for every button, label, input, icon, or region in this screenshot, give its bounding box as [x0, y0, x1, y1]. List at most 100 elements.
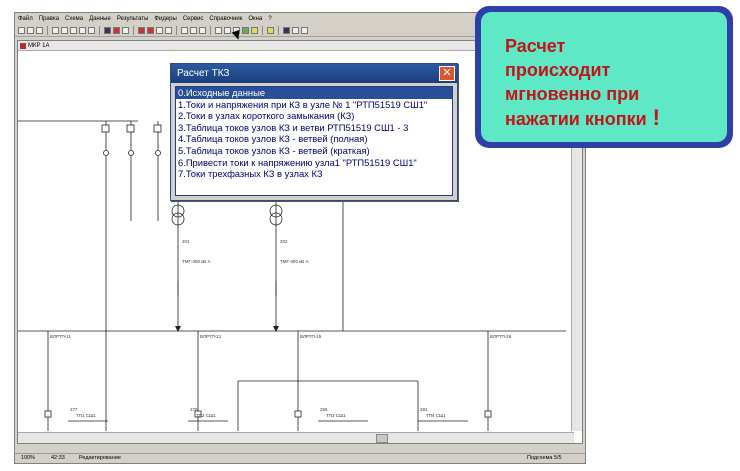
callout-line-3: мгновенно при — [505, 84, 640, 104]
list-item-reduce-voltage[interactable]: 6.Привести токи к напряжению узла1 "РТП5… — [178, 156, 417, 168]
scroll-thumb[interactable] — [376, 434, 388, 443]
menu-results[interactable]: Результаты — [116, 16, 149, 22]
menu-reference[interactable]: Справочник — [209, 16, 243, 22]
save-icon[interactable] — [36, 27, 43, 34]
document-title: МКР 1А — [28, 43, 50, 49]
text-icon[interactable] — [156, 27, 163, 34]
zoom-in-icon[interactable] — [215, 27, 222, 34]
menu-service[interactable]: Сервис — [182, 16, 204, 22]
calc-icon[interactable] — [181, 27, 188, 34]
toolbar-separator — [210, 26, 211, 35]
grid-icon[interactable] — [104, 27, 111, 34]
table-icon[interactable] — [113, 27, 120, 34]
fider-1-label: ВЛРТП-11 — [50, 334, 71, 339]
menu-scheme[interactable]: Схема — [65, 16, 84, 22]
toolbar-separator — [176, 26, 177, 35]
menu-windows[interactable]: Окна — [248, 16, 263, 22]
measure-icon[interactable] — [199, 27, 206, 34]
tkz-calc-dialog: Расчет ТКЗ ✕ 0.Исходные данные 1.Токи и … — [170, 63, 458, 201]
copy-icon[interactable] — [70, 27, 77, 34]
status-zoom: 100% — [21, 455, 36, 461]
callout-line-4-wrap: нажатии кнопки! — [505, 106, 725, 130]
tp-1-number: 277 — [70, 407, 78, 412]
status-page: Подсхема 5/5 — [527, 455, 562, 461]
tp-2-number: 276 — [190, 407, 198, 412]
menu-bar: Файл Правка Схема Данные Результаты Фиде… — [15, 13, 585, 25]
toolbar — [15, 25, 585, 37]
menu-help[interactable]: ? — [268, 16, 272, 22]
trans-1-id: 201 — [182, 239, 190, 244]
rectangle-icon[interactable] — [165, 27, 172, 34]
paste-icon[interactable] — [79, 27, 86, 34]
menu-data[interactable]: Данные — [89, 16, 111, 22]
list-item-table-short[interactable]: 5.Таблица токов узлов КЗ - ветвей (кратк… — [178, 144, 370, 156]
draw-icon[interactable] — [138, 27, 145, 34]
callout-exclaim: ! — [652, 105, 660, 130]
open-file-icon[interactable] — [27, 27, 34, 34]
new-file-icon[interactable] — [18, 27, 25, 34]
status-time: 42:33 — [51, 455, 65, 461]
frame-icon[interactable] — [122, 27, 129, 34]
menu-file[interactable]: Файл — [18, 16, 33, 22]
tp-4-label: ТП4 СШ1 — [426, 413, 446, 418]
tp-1-label: ТП1 СШ1 — [76, 413, 96, 418]
document-icon — [20, 43, 26, 49]
callout-line-1: Расчет — [505, 36, 566, 56]
list-item-source-data[interactable]: 0.Исходные данные — [176, 87, 452, 99]
window-icon[interactable] — [283, 27, 290, 34]
calc-results-list: 0.Исходные данные 1.Токи и напряжения пр… — [175, 86, 453, 196]
dialog-title-bar[interactable]: Расчет ТКЗ ✕ — [171, 64, 457, 83]
list-item-node-currents[interactable]: 2.Токи в узлах короткого замыкания (КЗ) — [178, 110, 355, 122]
status-mode: Редактирование — [79, 455, 121, 461]
diagram-text: 201 ТМГ-400 кВ·А 202 ТМГ-400 кВ·А ВЛРТП-… — [50, 239, 512, 418]
toolbar-separator — [99, 26, 100, 35]
fider-3-label: ВЛРТП-15 — [300, 334, 322, 339]
flag-icon[interactable] — [267, 27, 274, 34]
toolbar-separator — [133, 26, 134, 35]
list-item-table-node-branch[interactable]: 3.Таблица токов узлов КЗ и ветви РТП5151… — [178, 121, 409, 133]
menu-edit[interactable]: Правка — [38, 16, 60, 22]
switches — [44, 124, 492, 418]
trans-2-id: 202 — [280, 239, 288, 244]
callout-box: Расчет происходит мгновенно при нажатии … — [475, 6, 733, 148]
tile-icon[interactable] — [301, 27, 308, 34]
tp-2-label: ТП2 СШ1 — [196, 413, 216, 418]
callout-text: Расчет происходит мгновенно при нажатии … — [505, 34, 725, 130]
transformers — [171, 204, 283, 226]
callout-line-4: нажатии кнопки — [505, 109, 647, 129]
list-icon[interactable] — [292, 27, 299, 34]
trans-1-spec: ТМГ-400 кВ·А — [182, 259, 211, 264]
cut-icon[interactable] — [61, 27, 68, 34]
tp-4-number: 281 — [420, 407, 428, 412]
dialog-title: Расчет ТКЗ — [177, 68, 230, 79]
list-item-table-full[interactable]: 4.Таблица токов узлов КЗ - ветвей (полна… — [178, 133, 368, 145]
status-bar: 100% 42:33 Редактирование Подсхема 5/5 — [15, 453, 585, 463]
vertical-scrollbar[interactable] — [571, 51, 582, 431]
callout-line-2: происходит — [505, 60, 611, 80]
tp-3-number: 256 — [320, 407, 328, 412]
toolbar-separator — [262, 26, 263, 35]
horizontal-scrollbar[interactable] — [18, 432, 574, 443]
close-button[interactable]: ✕ — [439, 66, 455, 81]
callout-inner: Расчет происходит мгновенно при нажатии … — [481, 12, 727, 142]
layers-icon[interactable] — [242, 27, 249, 34]
list-item-currents-voltages[interactable]: 1.Токи и напряжения при КЗ в узле № 1 "Р… — [178, 98, 428, 110]
list-item-three-phase[interactable]: 7.Токи трехфазных КЗ в узлах КЗ — [178, 168, 323, 180]
undo-icon[interactable] — [52, 27, 59, 34]
menu-feeders[interactable]: Фидеры — [154, 16, 177, 22]
toolbar-separator — [278, 26, 279, 35]
print-icon[interactable] — [88, 27, 95, 34]
arrows — [175, 326, 279, 332]
tp-3-label: ТП3 СШ1 — [326, 413, 346, 418]
toolbar-separator — [47, 26, 48, 35]
fider-4-label: ВЛРТП-26 — [490, 334, 512, 339]
document-title-bar: МКР 1А — [18, 41, 582, 51]
zoom-out-icon[interactable] — [224, 27, 231, 34]
tkz-calc-button[interactable] — [190, 27, 197, 34]
fider-2-label: ВЛРТП-21 — [200, 334, 222, 339]
close-icon: ✕ — [442, 67, 452, 79]
fit-icon[interactable] — [233, 27, 240, 34]
delete-icon[interactable] — [147, 27, 154, 34]
color-icon[interactable] — [251, 27, 258, 34]
trans-2-spec: ТМГ-400 кВ·А — [280, 259, 309, 264]
